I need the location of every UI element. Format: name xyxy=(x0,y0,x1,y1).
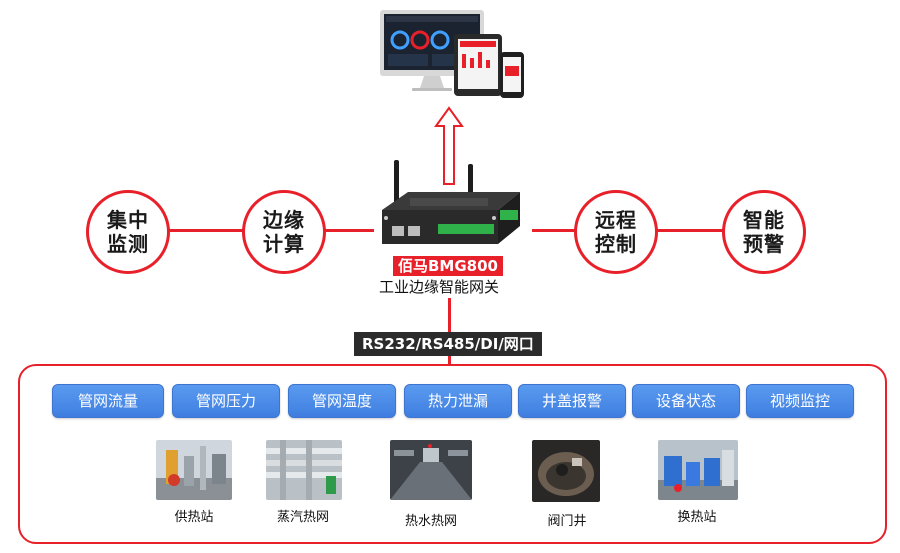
feature-line2: 计算 xyxy=(263,232,305,256)
interface-label: RS232/RS485/DI/网口 xyxy=(354,332,542,356)
feature-smart-warning: 智能 预警 xyxy=(722,190,806,274)
site-caption-valve-well: 阀门井 xyxy=(547,514,587,529)
client-devices xyxy=(378,8,528,100)
left-connector-inner xyxy=(322,229,374,232)
tag-video-monitoring: 视频监控 xyxy=(746,384,854,418)
steam-network-photo xyxy=(266,440,342,500)
feature-line1: 远程 xyxy=(595,208,637,232)
gateway-description: 工业边缘智能网关 xyxy=(379,278,500,296)
feature-line1: 集中 xyxy=(107,208,149,232)
tag-pipe-pressure: 管网压力 xyxy=(172,384,280,418)
site-caption-steam-network: 蒸汽热网 xyxy=(276,510,329,525)
uplink-arrow xyxy=(434,106,464,186)
hot-water-network-photo xyxy=(390,440,472,500)
tag-pipe-temperature: 管网温度 xyxy=(288,384,396,418)
feature-line2: 控制 xyxy=(595,232,637,256)
heating-station-photo xyxy=(156,440,232,500)
tag-heat-leak: 热力泄漏 xyxy=(404,384,512,418)
tag-pipe-flow: 管网流量 xyxy=(52,384,164,418)
feature-line2: 预警 xyxy=(743,232,785,256)
heat-exchange-station-photo xyxy=(658,440,738,500)
feature-line1: 智能 xyxy=(743,208,785,232)
feature-centralized-monitoring: 集中 监测 xyxy=(86,190,170,274)
right-connector-outer xyxy=(654,229,724,232)
tag-equipment-status: 设备状态 xyxy=(632,384,740,418)
feature-remote-control: 远程 控制 xyxy=(574,190,658,274)
site-caption-heating-station: 供热站 xyxy=(174,510,214,525)
gateway-model-label: 佰马BMG800 xyxy=(393,256,503,276)
gateway-device-image xyxy=(378,160,524,252)
feature-line2: 监测 xyxy=(107,232,149,256)
right-connector-inner xyxy=(532,229,576,232)
left-connector-outer xyxy=(162,229,244,232)
site-caption-hot-water-network: 热水热网 xyxy=(404,514,457,529)
site-caption-heat-exchange-station: 换热站 xyxy=(677,510,717,525)
tag-manhole-alarm: 井盖报警 xyxy=(518,384,626,418)
feature-line1: 边缘 xyxy=(263,208,305,232)
feature-edge-computing: 边缘 计算 xyxy=(242,190,326,274)
valve-well-photo xyxy=(532,440,600,502)
